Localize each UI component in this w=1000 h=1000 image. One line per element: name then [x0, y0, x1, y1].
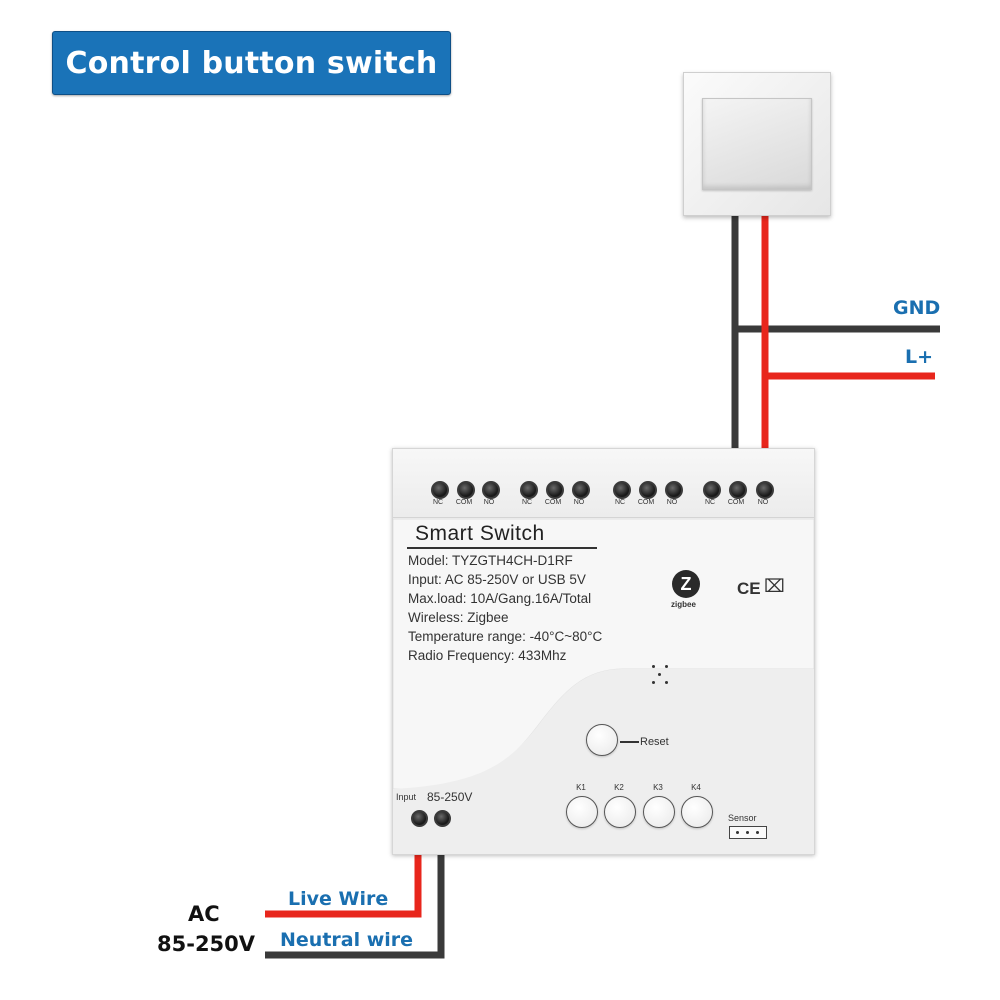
weee-bin-icon: ⌧ — [764, 576, 785, 596]
spec-temperature: Temperature range: -40°C~80°C — [408, 629, 603, 644]
live-wire-label: Live Wire — [288, 888, 389, 910]
ac-label: AC — [188, 902, 220, 926]
title-banner: Control button switch — [52, 31, 451, 95]
terminal-2-com — [546, 481, 564, 499]
neutral-wire — [265, 818, 445, 959]
ac-voltage-label: 85-250V — [157, 932, 256, 956]
spec-model: Model: TYZGTH4CH-D1RF — [408, 553, 573, 568]
reset-label: Reset — [640, 736, 669, 748]
terminal-4-no — [756, 481, 774, 499]
title-underline — [407, 547, 597, 549]
k1-button[interactable] — [566, 796, 598, 828]
reset-leader-line — [620, 741, 639, 743]
input-terminal-live — [411, 810, 428, 827]
spec-radio-frequency: Radio Frequency: 433Mhz — [408, 648, 567, 663]
terminal-1-nc — [431, 481, 449, 499]
led-indicator-icon — [650, 663, 672, 687]
reset-button[interactable] — [586, 724, 618, 756]
zigbee-logo-icon: Z — [672, 570, 700, 598]
spec-input: Input: AC 85-250V or USB 5V — [408, 572, 586, 587]
k2-button[interactable] — [604, 796, 636, 828]
gnd-label: GND — [893, 297, 941, 319]
module-title: Smart Switch — [415, 522, 545, 545]
input-label: Input — [396, 792, 417, 802]
terminal-label: NC — [521, 499, 533, 506]
terminal-label: COM — [455, 499, 473, 506]
spec-wireless: Wireless: Zigbee — [408, 610, 509, 625]
l-plus-label: L+ — [905, 346, 934, 368]
terminal-label: NC — [432, 499, 444, 506]
terminal-2-nc — [520, 481, 538, 499]
k1-label: K1 — [576, 783, 586, 792]
terminal-3-no — [665, 481, 683, 499]
spec-max-load: Max.load: 10A/Gang.16A/Total — [408, 591, 592, 606]
terminal-4-com — [729, 481, 747, 499]
terminal-label: NC — [614, 499, 626, 506]
terminal-label: NO — [757, 499, 769, 506]
zigbee-text: zigbee — [671, 600, 696, 609]
terminal-label: NO — [573, 499, 585, 506]
sensor-label: Sensor — [728, 813, 757, 823]
terminal-label: NO — [666, 499, 678, 506]
terminal-2-no — [572, 481, 590, 499]
title-text: Control button switch — [65, 45, 438, 81]
terminal-label: NC — [704, 499, 716, 506]
terminal-label: COM — [637, 499, 655, 506]
k3-label: K3 — [653, 783, 663, 792]
wall-switch — [683, 72, 831, 216]
k2-label: K2 — [614, 783, 624, 792]
k4-label: K4 — [691, 783, 701, 792]
terminal-1-com — [457, 481, 475, 499]
terminal-label: COM — [727, 499, 745, 506]
terminal-1-no — [482, 481, 500, 499]
sensor-port — [729, 826, 767, 839]
terminal-4-nc — [703, 481, 721, 499]
k4-button[interactable] — [681, 796, 713, 828]
neutral-wire-label: Neutral wire — [280, 929, 414, 951]
ce-mark-icon: CE — [737, 579, 761, 598]
terminal-3-nc — [613, 481, 631, 499]
rocker-button — [702, 98, 812, 190]
k3-button[interactable] — [643, 796, 675, 828]
input-voltage-label: 85-250V — [427, 790, 473, 804]
terminal-label: COM — [544, 499, 562, 506]
terminal-label: NO — [483, 499, 495, 506]
terminal-3-com — [639, 481, 657, 499]
input-terminal-neutral — [434, 810, 451, 827]
